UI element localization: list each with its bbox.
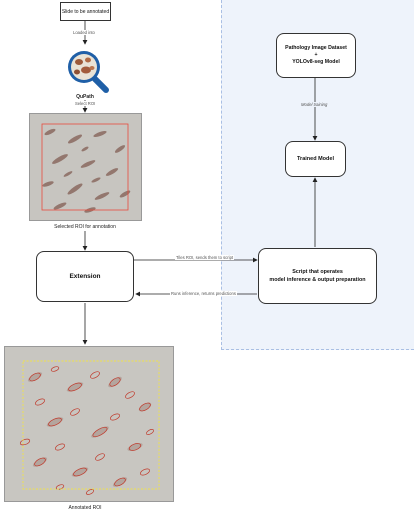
selected-roi-tissue — [30, 114, 141, 220]
selected-roi-image — [29, 113, 142, 221]
extension-box: Extension — [36, 251, 134, 302]
edge-label-runs-inference: Runs inference, returns predictions — [170, 291, 237, 296]
dataset-label-line1: Pathology Image Dataset — [285, 44, 347, 51]
annotated-roi-tissue — [5, 347, 173, 501]
qupath-logo-icon — [68, 51, 109, 93]
dataset-label-line3: YOLOv8-seg Model — [292, 59, 340, 65]
qupath-label: QuPath — [76, 94, 94, 100]
edge-label-tiles-roi: Tiles ROI, sends them to script — [175, 255, 235, 260]
extension-label: Extension — [69, 273, 101, 280]
script-label-line2: model inference & output preparation — [269, 277, 366, 283]
trained-model-label: Trained Model — [297, 156, 334, 162]
selected-roi-label: Selected ROI for annotation — [54, 224, 116, 230]
edge-label-loaded-into: Loaded into — [72, 30, 96, 35]
slide-box: Slide to be annotated — [60, 2, 111, 21]
edge-label-model-training: Model training — [300, 102, 329, 107]
slide-label: Slide to be annotated — [61, 8, 110, 15]
annotated-roi-image — [4, 346, 174, 502]
script-label-line1: Script that operates — [292, 268, 343, 275]
dataset-label-line2: + — [314, 51, 318, 58]
annotated-roi-label: Annotated ROI — [68, 505, 102, 511]
trained-model-box: Trained Model — [285, 141, 346, 177]
script-box: Script that operates model inference & o… — [258, 248, 377, 304]
dataset-box: Pathology Image Dataset + YOLOv8-seg Mod… — [276, 33, 356, 78]
edge-label-select-roi: Select ROI — [74, 101, 97, 106]
